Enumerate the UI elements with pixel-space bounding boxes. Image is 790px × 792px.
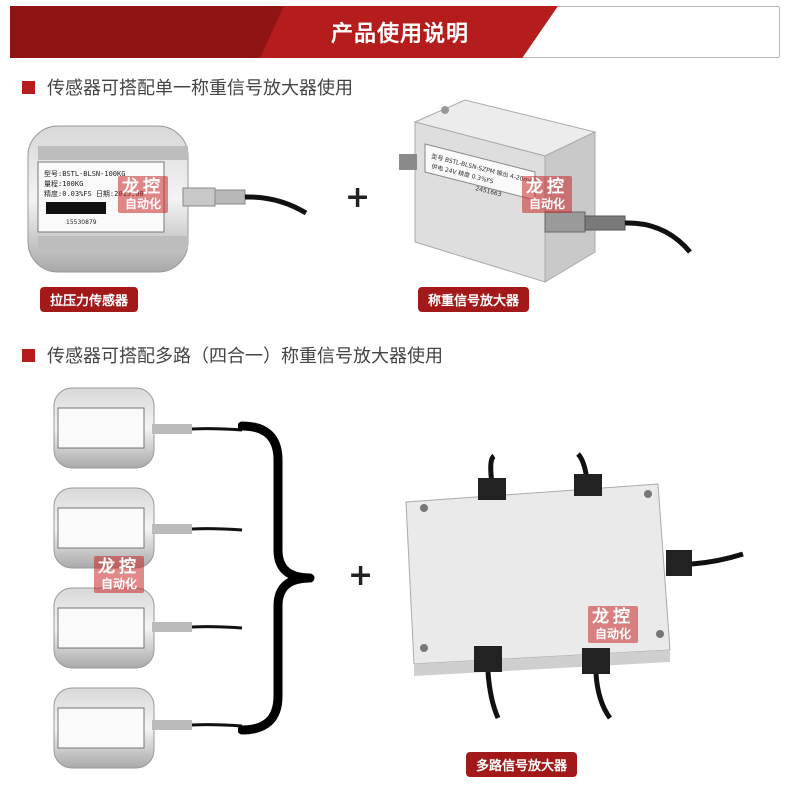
sensor-plate-line3: 精度:0.03%FS 日期:2015.08 xyxy=(44,189,144,198)
sensor-label: 拉压力传感器 xyxy=(40,287,139,312)
sensor-plate-line2: 量程:100KG xyxy=(44,179,83,188)
section1-heading: 传感器可搭配单一称重信号放大器使用 xyxy=(22,74,353,100)
curly-brace-icon xyxy=(238,421,315,735)
section2-heading: 传感器可搭配多路（四合一）称重信号放大器使用 xyxy=(22,342,443,368)
plus-sign: + xyxy=(345,180,371,215)
bullet-square-icon xyxy=(22,80,35,94)
four-sensors-image xyxy=(53,387,243,769)
watermark-badge: 龙控自动化 xyxy=(118,176,168,214)
sensor-1 xyxy=(53,387,243,469)
header-accent xyxy=(260,6,558,58)
sensor-4 xyxy=(53,687,243,769)
amplifier-label: 称重信号放大器 xyxy=(418,287,530,312)
watermark-badge: 龙控自动化 xyxy=(94,556,144,594)
section1-title: 传感器可搭配单一称重信号放大器使用 xyxy=(47,78,353,99)
sensor-3 xyxy=(53,587,243,669)
multi-channel-amplifier-image xyxy=(405,452,744,720)
watermark-badge: 龙控自动化 xyxy=(522,176,572,214)
page-title: 产品使用说明 xyxy=(330,22,469,47)
signal-amplifier-image: 型号 BSTL-BLSN-SZPM 输出 4-20mA 供电 24V 精度 0.… xyxy=(399,99,692,283)
sensor-2 xyxy=(53,487,243,569)
plus-sign: + xyxy=(348,558,374,593)
watermark-badge: 龙控自动化 xyxy=(588,606,638,644)
section2-title: 传感器可搭配多路（四合一）称重信号放大器使用 xyxy=(47,346,443,367)
s-type-sensor-image: 型号:BSTL-BLSN-100KG 量程:100KG 精度:0.03%FS 日… xyxy=(27,125,308,273)
sensor-plate-line1: 型号:BSTL-BLSN-100KG xyxy=(44,169,125,178)
sensor-plate-serial: 15530879 xyxy=(66,219,97,226)
multi-amplifier-label: 多路信号放大器 xyxy=(466,752,578,777)
bullet-square-icon xyxy=(22,348,35,362)
